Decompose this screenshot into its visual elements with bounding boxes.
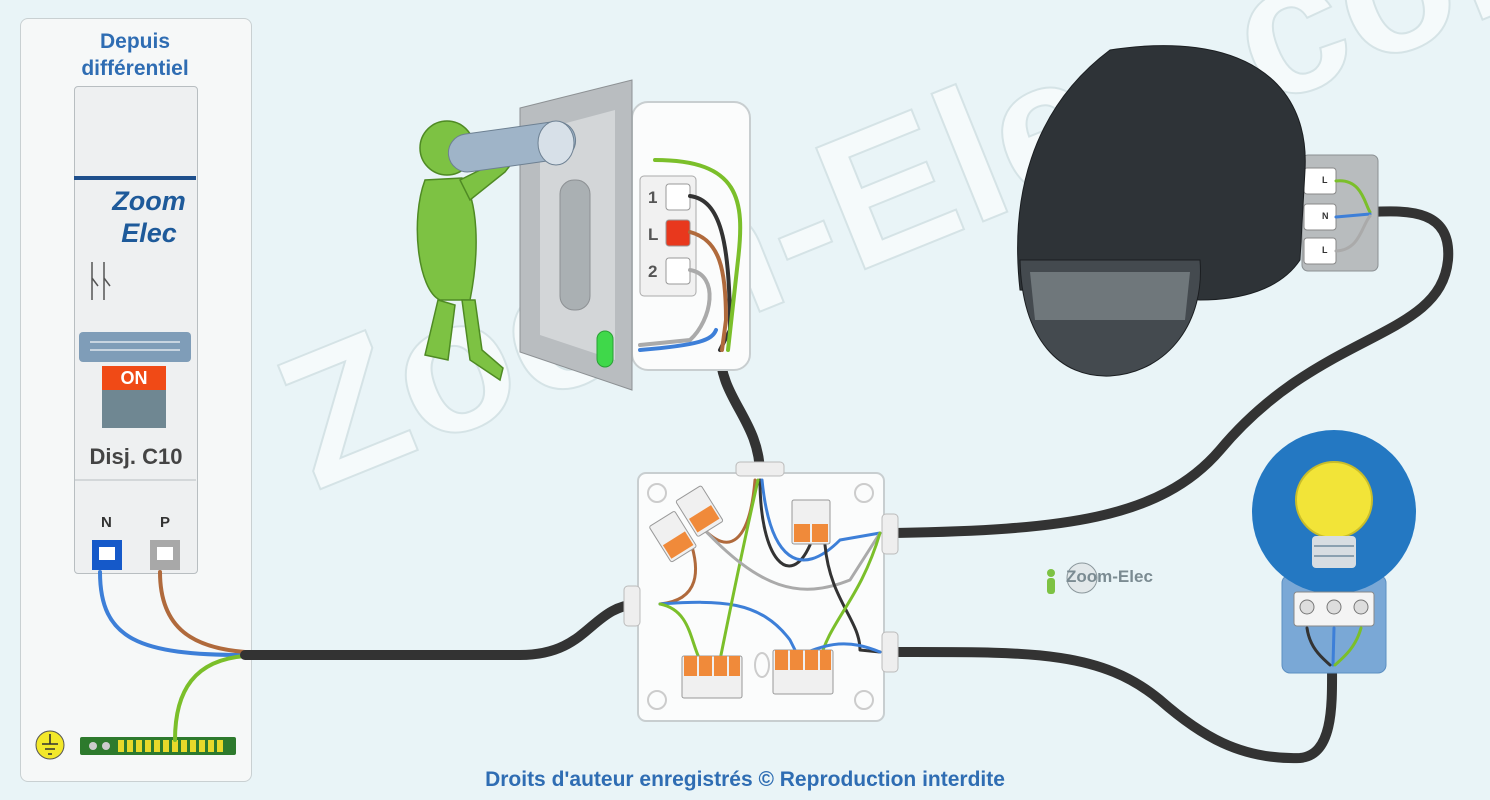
phase-wire bbox=[158, 570, 247, 654]
connector-diagonal-1 bbox=[649, 511, 697, 563]
cable-gland-left bbox=[623, 585, 641, 627]
brand-line1: Zoom bbox=[112, 186, 186, 216]
breaker-state-label: ON bbox=[102, 366, 166, 390]
lamp-cable bbox=[890, 646, 1338, 764]
earth-wire bbox=[173, 654, 247, 742]
switch-rocker[interactable] bbox=[559, 179, 591, 311]
lamp-terminals bbox=[1293, 591, 1375, 627]
switch-terminal-l-label: L bbox=[648, 225, 659, 244]
breaker-lever-cap bbox=[79, 332, 191, 362]
tube-prop-icon bbox=[447, 120, 577, 173]
connector-diagonal-2 bbox=[675, 485, 724, 537]
phase-terminal-label: P bbox=[160, 514, 171, 531]
logo-text: Zoom-Elec bbox=[1066, 567, 1153, 586]
detector-cable bbox=[890, 206, 1454, 538]
switch-indicator-led bbox=[596, 330, 614, 368]
cable-gland-right-top bbox=[881, 513, 899, 555]
breaker-symbol-icon bbox=[91, 262, 111, 300]
person-figure-icon bbox=[416, 120, 523, 382]
copyright-footer: Droits d'auteur enregistrés © Reproducti… bbox=[485, 768, 1005, 791]
switch-terminal-1-label: 1 bbox=[648, 188, 658, 207]
detector-terminal-mid-label: N bbox=[1322, 211, 1329, 221]
cable-gland-top bbox=[735, 461, 785, 477]
connector-group-left bbox=[681, 655, 743, 699]
detector-terminal-bot-label: L bbox=[1322, 245, 1328, 255]
connector-group-right bbox=[772, 649, 834, 695]
cable-gland-right-bottom bbox=[881, 631, 899, 673]
breaker-rating: Disj. C10 bbox=[89, 444, 183, 469]
light-bulb-icon bbox=[1295, 461, 1373, 539]
zoom-elec-logo-icon bbox=[1047, 562, 1098, 594]
motion-detector-body bbox=[1017, 45, 1306, 301]
breaker-toggle[interactable] bbox=[102, 390, 166, 428]
supply-cable bbox=[240, 599, 645, 660]
brand-line2: Elec bbox=[121, 218, 177, 248]
panel-title-line2: différentiel bbox=[81, 57, 189, 80]
panel-title-line1: Depuis bbox=[99, 30, 170, 53]
panel-title: Depuis différentiel bbox=[20, 28, 250, 82]
breaker-top-band bbox=[74, 176, 196, 180]
neutral-terminal-label: N bbox=[101, 514, 112, 531]
detector-terminal-top-label: L bbox=[1322, 175, 1328, 185]
neutral-wire bbox=[98, 570, 247, 657]
earth-icon bbox=[35, 730, 65, 760]
switch-terminal-2-label: 2 bbox=[648, 262, 658, 281]
circuit-breaker bbox=[74, 86, 198, 574]
